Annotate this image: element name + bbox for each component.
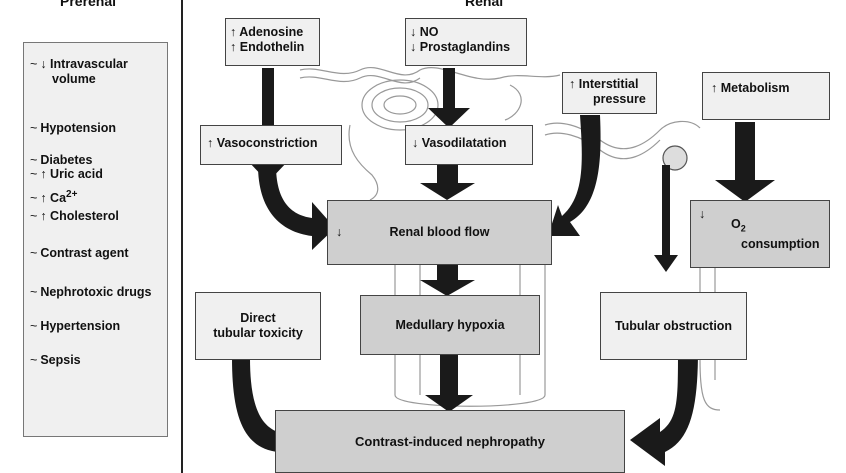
up-arrow-icon: ↑: [230, 40, 237, 54]
up-arrow-icon: ↑: [40, 209, 47, 223]
arrow-interstitial-to-renal-blood-flow: [548, 115, 601, 236]
up-arrow-icon: ↑: [40, 167, 47, 181]
box-metabolism: ↑ Metabolism: [702, 72, 830, 120]
box-medullary-hypoxia: Medullary hypoxia: [360, 295, 540, 355]
factor-uric-acid: ~↑ Uric acid: [30, 167, 103, 181]
glomerulus-circle: [662, 145, 688, 171]
up-arrow-icon: ↑: [569, 77, 576, 91]
factor-hypotension: ~Hypotension: [30, 121, 117, 135]
down-arrow-icon: ↓: [336, 225, 343, 239]
factor-diabetes: ~Diabetes: [30, 153, 93, 167]
box-contrast-induced-nephropathy: Contrast-induced nephropathy: [275, 410, 625, 473]
factor-contrast-agent: ~Contrast agent: [30, 246, 129, 260]
box-vasoconstriction: ↑ Vasoconstriction: [200, 125, 342, 165]
box-tubular-obstruction: Tubular obstruction: [600, 292, 747, 360]
down-arrow-icon: ↓: [412, 136, 419, 150]
up-arrow-icon: ↑: [230, 25, 237, 39]
down-arrow-icon: ↓: [699, 207, 706, 221]
box-adenosine-endothelin: ↑ Adenosine ↑ Endothelin: [225, 18, 320, 66]
header-renal: Renal: [465, 0, 504, 9]
header-prerenal: Prerenal: [60, 0, 117, 9]
box-no-prostaglandins: ↓ NO ↓ Prostaglandins: [405, 18, 527, 66]
factor-cholesterol: ~↑ Cholesterol: [30, 209, 119, 223]
box-o2-consumption: ↓ O2 consumption: [690, 200, 830, 268]
arrow-renal-blood-flow-to-medullary: [420, 265, 475, 296]
factor-intravascular-volume: ~↓ Intravascular volume: [30, 57, 128, 86]
arrow-medullary-to-cin: [425, 340, 473, 412]
arrow-metabolism-to-o2: [715, 122, 775, 202]
up-arrow-icon: ↑: [207, 136, 214, 150]
factor-calcium: ~↑ Ca2+: [30, 189, 78, 206]
up-arrow-icon: ↑: [40, 191, 47, 206]
arrow-to-tubular-obstruction: [654, 165, 678, 272]
arrow-no-to-vasodilatation: [428, 68, 470, 128]
factor-nephrotoxic-drugs: ~Nephrotoxic drugs: [30, 285, 152, 299]
box-vasodilatation: ↓ Vasodilatation: [405, 125, 533, 165]
down-arrow-icon: ↓: [410, 25, 417, 39]
box-direct-tubular-toxicity: Direct tubular toxicity: [195, 292, 321, 360]
factor-hypertension: ~Hypertension: [30, 319, 121, 333]
prerenal-factors-box: ~↓ Intravascular volume ~Hypotension ~Di…: [23, 42, 168, 437]
arrow-vasodilatation-to-renal-blood-flow: [420, 165, 475, 200]
box-renal-blood-flow: ↓ Renal blood flow: [327, 200, 552, 265]
down-arrow-icon: ↓: [410, 40, 417, 54]
arrow-tubular-to-cin: [630, 350, 698, 466]
up-arrow-icon: ↑: [711, 81, 718, 95]
box-interstitial-pressure: ↑ Interstitial pressure: [562, 72, 657, 114]
factor-sepsis: ~Sepsis: [30, 353, 81, 367]
arrow-vasoconstriction-to-renal-blood-flow: [258, 165, 335, 250]
down-arrow-icon: ↓: [40, 57, 47, 71]
